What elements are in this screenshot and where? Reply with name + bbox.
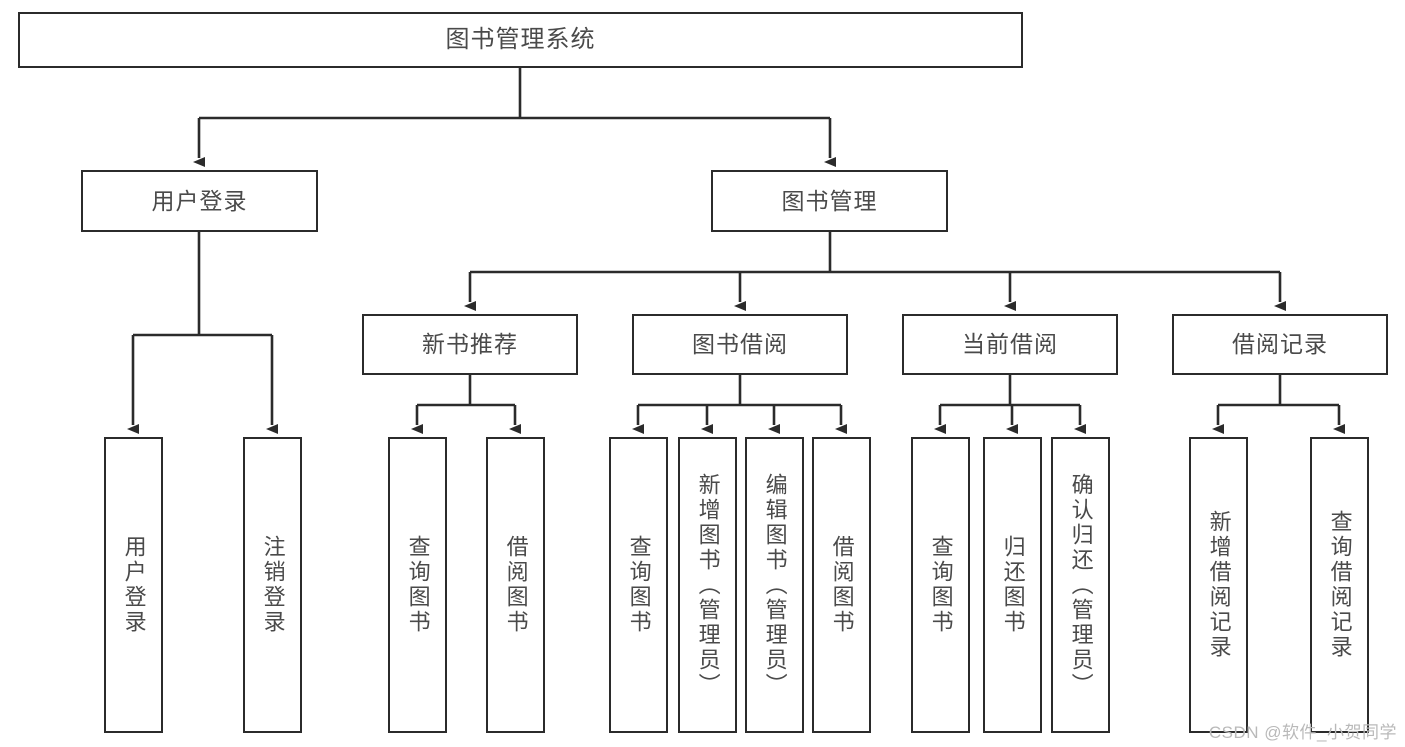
node-leaf-user-login[interactable]: 用户登录 [104,437,163,733]
node-new-book-rec[interactable]: 新书推荐 [362,314,578,375]
node-root-label: 图书管理系统 [445,26,596,54]
node-leaf-borrow-book-2[interactable]: 借阅图书 [812,437,871,733]
node-leaf-borrow-book-1[interactable]: 借阅图书 [486,437,545,733]
node-book-manage[interactable]: 图书管理 [711,170,948,232]
node-leaf-query-book-2-label: 查询图书 [626,535,652,635]
node-leaf-query-book-3-label: 查询图书 [928,535,954,635]
node-leaf-user-login-label: 用户登录 [121,535,147,635]
node-leaf-borrow-book-1-label: 借阅图书 [503,535,529,635]
node-root[interactable]: 图书管理系统 [18,12,1023,68]
node-leaf-query-book-2[interactable]: 查询图书 [609,437,668,733]
node-current-borrow-label: 当前借阅 [962,331,1058,358]
node-book-borrow-label: 图书借阅 [692,331,788,358]
node-leaf-edit-book-label: 编辑图书（管理员） [762,472,788,698]
node-leaf-logout-label: 注销登录 [260,535,286,635]
node-leaf-edit-book[interactable]: 编辑图书（管理员） [745,437,804,733]
node-leaf-confirm-return-label: 确认归还（管理员） [1068,472,1094,698]
node-leaf-add-record[interactable]: 新增借阅记录 [1189,437,1248,733]
node-leaf-add-book-label: 新增图书（管理员） [695,472,721,698]
node-leaf-query-book-1-label: 查询图书 [405,535,431,635]
node-borrow-record[interactable]: 借阅记录 [1172,314,1388,375]
node-leaf-add-record-label: 新增借阅记录 [1206,510,1232,660]
node-current-borrow[interactable]: 当前借阅 [902,314,1118,375]
node-leaf-query-record-label: 查询借阅记录 [1327,510,1353,660]
node-leaf-query-book-3[interactable]: 查询图书 [911,437,970,733]
node-leaf-query-record[interactable]: 查询借阅记录 [1310,437,1369,733]
node-new-book-rec-label: 新书推荐 [422,331,518,358]
node-leaf-return-book-label: 归还图书 [1000,535,1026,635]
node-leaf-logout[interactable]: 注销登录 [243,437,302,733]
node-borrow-record-label: 借阅记录 [1232,331,1328,358]
node-book-borrow[interactable]: 图书借阅 [632,314,848,375]
node-user-login-label: 用户登录 [151,187,248,214]
node-book-manage-label: 图书管理 [781,187,878,214]
node-leaf-query-book-1[interactable]: 查询图书 [388,437,447,733]
csdn-watermark: CSDN @软件_小贺同学 [1208,723,1397,742]
node-leaf-borrow-book-2-label: 借阅图书 [829,535,855,635]
node-user-login[interactable]: 用户登录 [81,170,318,232]
node-leaf-confirm-return[interactable]: 确认归还（管理员） [1051,437,1110,733]
node-leaf-return-book[interactable]: 归还图书 [983,437,1042,733]
node-leaf-add-book[interactable]: 新增图书（管理员） [678,437,737,733]
